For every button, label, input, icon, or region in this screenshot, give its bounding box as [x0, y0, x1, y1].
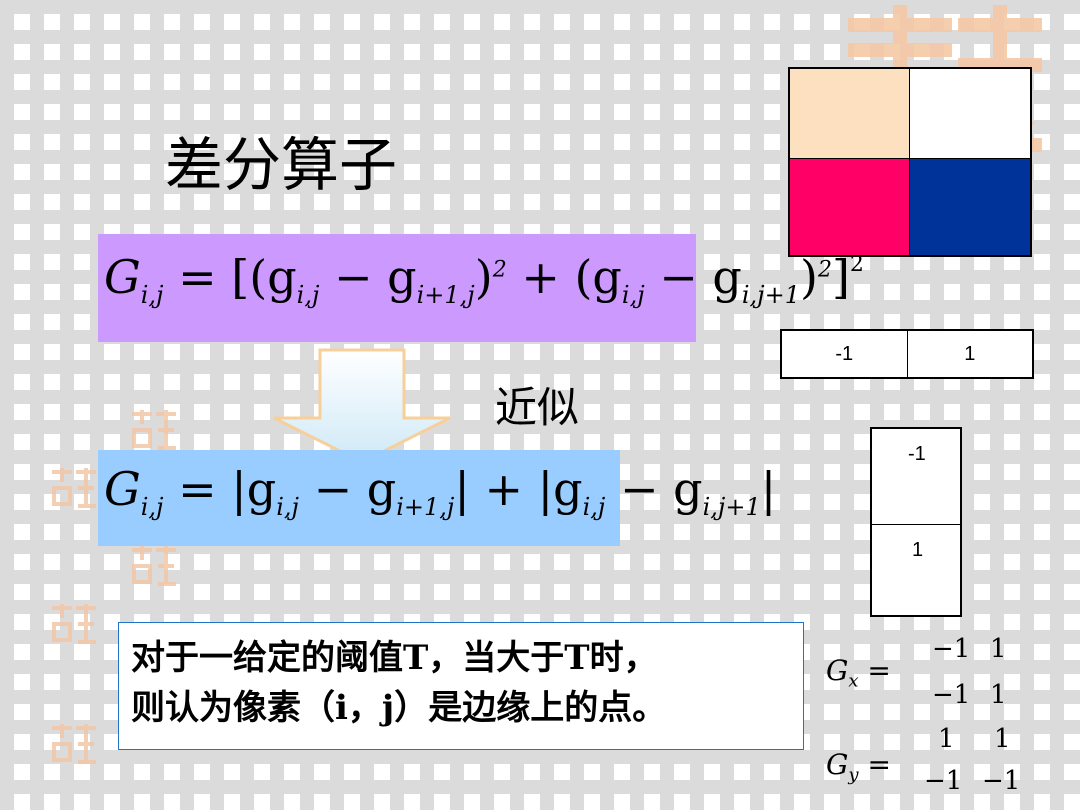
kernel-x-cell: 1	[964, 342, 976, 365]
gy-label: Gy =	[826, 748, 891, 786]
down-arrow-icon	[273, 348, 451, 464]
seal-watermark-icon	[128, 544, 180, 590]
gy-matrix-value: 1	[994, 724, 1011, 754]
slide-title: 差分算子	[165, 131, 398, 199]
gx-matrix-value: −1	[932, 634, 971, 664]
gx-matrix-value: 1	[990, 680, 1007, 710]
note-line: 对于一给定的阈值T，当大于T时，	[131, 638, 658, 678]
gx-matrix-value: −1	[932, 680, 971, 710]
formula-approx: Gi,j = |gi,j − gi+1,j| + |gi,j − gi,j+1|	[104, 462, 777, 522]
formula-exact: Gi,j = [(gi,j − gi+1,j)2 + (gi,j − gi,j+…	[104, 230, 864, 309]
formula-box-approx	[98, 450, 620, 546]
gx-label: Gx =	[826, 654, 891, 692]
kernel-x-cell: -1	[782, 331, 908, 377]
threshold-note: 对于一给定的阈值T，当大于T时， 则认为像素（i，j）是边缘上的点。	[118, 622, 804, 750]
pixel-bottom-left	[790, 159, 910, 255]
seal-watermark-icon	[48, 602, 100, 648]
seal-watermark-icon	[128, 408, 180, 454]
seal-watermark-icon	[48, 466, 100, 512]
gy-matrix-value: −1	[982, 766, 1021, 796]
kernel-y-top-cell	[872, 429, 960, 525]
gy-matrix-value: 1	[938, 724, 955, 754]
pixel-top-right	[910, 69, 1030, 159]
approximation-label: 近似	[495, 383, 580, 432]
gy-matrix-value: −1	[924, 766, 963, 796]
kernel-y-value: -1	[908, 443, 926, 465]
pixel-bottom-right	[910, 159, 1030, 255]
formula-box-exact	[98, 234, 696, 342]
pixel-top-left	[790, 69, 910, 159]
note-line: 则认为像素（i，j）是边缘上的点。	[131, 688, 667, 728]
kernel-horizontal: -1 1	[780, 329, 1034, 379]
kernel-y-value: 1	[912, 539, 924, 561]
pixel-quad-grid	[788, 67, 1032, 257]
kernel-vertical: -1 1	[870, 427, 962, 617]
seal-watermark-icon	[48, 722, 100, 768]
gx-matrix-value: 1	[990, 634, 1007, 664]
